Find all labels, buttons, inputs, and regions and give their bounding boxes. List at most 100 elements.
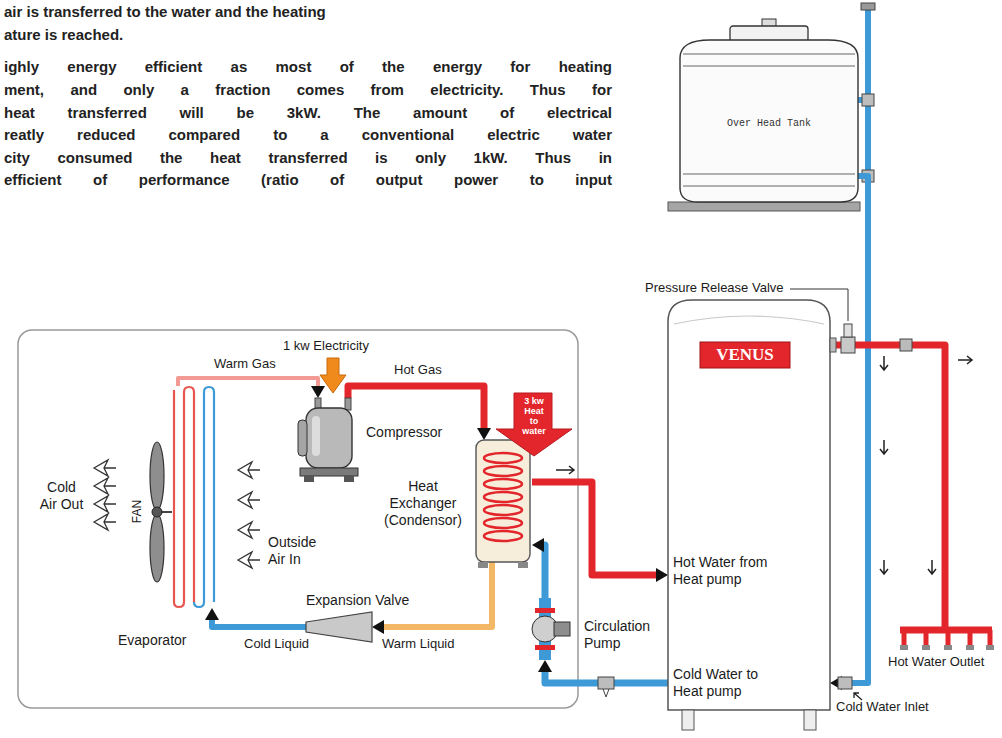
node-outline bbox=[680, 24, 858, 202]
flow-arrow bbox=[928, 560, 936, 574]
outlet-tap bbox=[922, 645, 930, 650]
air-arrow bbox=[238, 462, 260, 478]
exchanger-coil bbox=[484, 518, 522, 528]
node-label: Cold Water to Heat pump bbox=[673, 666, 787, 700]
node-outline bbox=[306, 612, 372, 642]
node-outline bbox=[474, 440, 532, 562]
pipe-tee bbox=[862, 94, 874, 106]
exchanger-coil bbox=[484, 505, 522, 515]
tank-fitting bbox=[830, 338, 836, 352]
air-arrow bbox=[238, 492, 260, 508]
arrow-shape bbox=[496, 393, 572, 456]
node-label: Circulation Pump bbox=[584, 618, 664, 652]
pressure-valve-body bbox=[841, 337, 855, 353]
pipe-connector bbox=[544, 545, 545, 598]
overhead-tank: Over Head Tank bbox=[680, 24, 858, 202]
body-text: city consumed the heat transferred is on… bbox=[4, 149, 612, 167]
pump-flange bbox=[535, 645, 555, 650]
node-label: Evaporator bbox=[118, 632, 186, 649]
body-text: efficient of performance (ratio of outpu… bbox=[4, 171, 612, 189]
pump-flange bbox=[535, 608, 555, 613]
body-text: heat transferred will be 3kW. The amount… bbox=[4, 104, 612, 122]
flow-arrow bbox=[880, 356, 888, 370]
hot-outlet-pipe bbox=[830, 345, 992, 630]
node-label: Over Head Tank bbox=[727, 118, 811, 130]
evaporator-coil: Evaporator bbox=[170, 386, 218, 608]
node-outline bbox=[170, 386, 218, 608]
inlet-arrow bbox=[854, 693, 862, 700]
body-text: reatly reduced compared to a conventiona… bbox=[4, 126, 612, 144]
compressor-foot bbox=[344, 476, 354, 482]
tank-leg bbox=[682, 710, 694, 730]
exchanger-coil bbox=[484, 531, 522, 541]
power-label: 1 kw Electricity bbox=[283, 338, 369, 354]
air-label: Cold Air Out bbox=[38, 479, 85, 513]
pump-motor bbox=[554, 622, 570, 636]
fan-blade bbox=[150, 514, 164, 582]
body-text: ment, and only a fraction comes from ele… bbox=[4, 81, 612, 99]
pipe-label: Hot Gas bbox=[392, 362, 444, 378]
circulation-pump: Circulation Pump bbox=[520, 598, 570, 660]
tank-leg bbox=[804, 710, 816, 730]
node-label: Expansion Valve bbox=[306, 592, 409, 609]
body-text: ature is reached. bbox=[4, 26, 123, 44]
node-label: Heat Exchanger (Condensor) bbox=[378, 478, 468, 529]
inlet-label: Cold Water Inlet bbox=[836, 699, 929, 715]
fan-blade bbox=[150, 442, 164, 510]
node-label: VENUS bbox=[716, 345, 774, 365]
body-text: ighly energy efficient as most of the en… bbox=[4, 58, 612, 76]
heat-pump-panel bbox=[18, 330, 578, 708]
compressor-port bbox=[345, 398, 351, 410]
tank-rib bbox=[683, 54, 855, 55]
inlet-fitting bbox=[838, 677, 852, 689]
tank-dome bbox=[674, 316, 824, 324]
heat-exchanger: Heat Exchanger (Condensor) bbox=[474, 440, 532, 562]
tank-rib bbox=[683, 186, 855, 187]
storage-tank: Hot Water from Heat pumpCold Water to He… bbox=[668, 300, 830, 710]
air-arrow bbox=[238, 522, 260, 538]
compressor-highlight bbox=[312, 416, 320, 456]
outlet-tap bbox=[986, 645, 994, 650]
node-label: 3 kw Heat to water bbox=[520, 396, 548, 436]
brand-badge: VENUS bbox=[700, 342, 790, 368]
tank-body bbox=[668, 300, 830, 710]
pipe-label: Warm Liquid bbox=[380, 636, 456, 652]
supply-pipe bbox=[865, 8, 871, 178]
node-outline bbox=[298, 398, 360, 482]
outlet-tap bbox=[944, 645, 952, 650]
air-arrow bbox=[94, 514, 116, 530]
pipe-connector bbox=[348, 386, 484, 428]
compressor: Compressor bbox=[298, 398, 360, 482]
pipe-cap bbox=[861, 3, 875, 10]
air-arrow bbox=[238, 552, 260, 568]
outlet-tap bbox=[900, 645, 908, 650]
compressor-accumulator bbox=[298, 420, 307, 456]
node-label: Compressor bbox=[366, 424, 442, 441]
pipe-fitting bbox=[900, 339, 912, 351]
tank-rib bbox=[683, 174, 855, 175]
exchanger-body bbox=[476, 440, 530, 562]
outlet-tap bbox=[966, 645, 974, 650]
node-label: Hot Water from Heat pump bbox=[673, 554, 787, 588]
pressure-valve-cap bbox=[844, 324, 852, 337]
pipe-connector bbox=[212, 620, 306, 627]
flow-arrow bbox=[556, 466, 574, 474]
flow-arrow bbox=[880, 440, 888, 454]
fan-label: FAN bbox=[130, 498, 145, 526]
badge-plate bbox=[700, 342, 790, 368]
strainer-mark bbox=[603, 689, 609, 697]
compressor-body bbox=[306, 408, 352, 468]
air-arrow bbox=[94, 460, 116, 476]
air-label: Outside Air In bbox=[268, 534, 326, 568]
valve-body bbox=[306, 612, 372, 642]
air-arrow bbox=[94, 496, 116, 512]
fan-hub bbox=[152, 507, 162, 517]
exchanger-coil bbox=[484, 453, 522, 463]
tank-platform bbox=[668, 202, 860, 211]
exchanger-coil bbox=[484, 492, 522, 502]
compressor-base bbox=[300, 468, 358, 476]
flow-arrow bbox=[958, 356, 972, 364]
pipe-connector bbox=[532, 482, 656, 575]
pipe-label: Warm Gas bbox=[212, 356, 278, 372]
pipe-connector bbox=[178, 378, 318, 386]
